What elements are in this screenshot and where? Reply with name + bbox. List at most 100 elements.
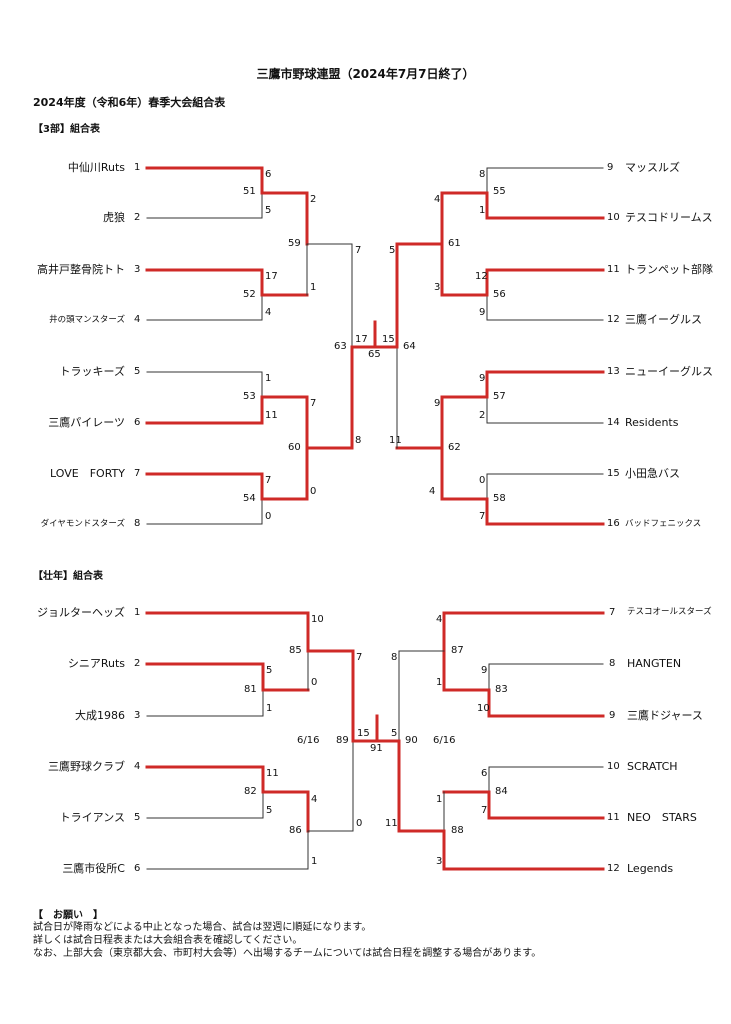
seed-number: 2 [134,658,141,669]
score: 3 [434,282,441,293]
score: 7 [479,511,486,522]
match-number: 90 [405,735,418,746]
score: 9 [479,307,486,318]
team-name: LOVE FORTY [50,467,125,480]
score: 0 [265,511,272,522]
score: 4 [436,614,443,625]
team-name: NEO STARS [627,811,697,824]
final-score: 17 [355,334,368,345]
score: 5 [266,805,273,816]
score: 7 [310,398,317,409]
team-name: トラッキーズ [59,365,125,378]
match-number: 63 [334,341,347,352]
notes-heading: 【 お願い 】 [33,910,103,921]
document-subtitle: 2024年度（令和6年）春季大会組合表 [33,96,226,109]
score: 11 [389,435,402,446]
team-name: マッスルズ [625,161,680,174]
seed-number: 1 [134,607,141,618]
match-number: 57 [493,391,506,402]
seed-number: 4 [134,314,141,325]
team-name: HANGTEN [627,657,682,670]
match-number: 62 [448,442,461,453]
seed-number: 16 [607,518,620,529]
team-name: ダイヤモンドスターズ [40,519,125,529]
team-name: 大成1986 [75,709,125,722]
seed-number: 5 [134,812,141,823]
match-number: 87 [451,645,464,656]
seed-number: 11 [607,264,620,275]
match-number: 60 [288,442,301,453]
final-score: 5 [391,728,398,739]
score: 0 [311,677,318,688]
score: 9 [434,398,441,409]
notes-line: なお、上部大会（東京都大会、市町村大会等）へ出場するチームについては試合日程を調… [33,948,542,959]
seed-number: 12 [607,314,620,325]
score: 4 [429,486,436,497]
match-number: 64 [403,341,416,352]
score: 7 [481,805,488,816]
seed-number: 7 [609,607,616,618]
score: 8 [479,169,486,180]
section-heading-div3: 【3部】組合表 [33,124,100,135]
team-name: 三鷹ドジャース [627,709,703,722]
score: 17 [265,271,278,282]
seed-number: 3 [134,264,141,275]
seed-number: 6 [134,863,141,874]
score: 6 [265,169,272,180]
score: 5 [389,245,396,256]
match-number: 85 [289,645,302,656]
team-name: Legends [627,862,674,875]
team-name: SCRATCH [627,760,678,773]
score: 1 [436,794,443,805]
notes-line: 詳しくは試合日程表または大会組合表を確認してください。 [33,935,303,946]
team-name: 井の頭マンスターズ [49,315,125,325]
score: 1 [311,856,318,867]
score: 2 [310,194,317,205]
score: 4 [265,307,272,318]
team-name: 中仙川Ruts [67,161,125,174]
seed-number: 11 [607,812,620,823]
seed-number: 9 [609,710,616,721]
seed-number: 8 [609,658,616,669]
team-name: トライアンス [59,811,125,824]
score: 10 [311,614,324,625]
seed-number: 2 [134,212,141,223]
match-date: 6/16 [297,735,320,746]
match-number: 81 [244,684,257,695]
seed-number: 1 [134,162,141,173]
team-name: ニューイーグルス [625,365,713,378]
score: 5 [265,205,272,216]
team-name: 三鷹イーグルス [625,313,702,326]
score: 8 [391,652,398,663]
team-name: 三鷹野球クラブ [48,760,125,773]
match-number: 55 [493,186,506,197]
final-match-number: 91 [370,743,383,754]
score: 4 [434,194,441,205]
final-score: 15 [357,728,370,739]
match-number: 84 [495,786,508,797]
score: 7 [355,245,362,256]
team-name: 小田急バス [625,467,680,480]
seed-number: 13 [607,366,620,377]
team-name: トランペット部隊 [625,263,713,276]
match-number: 52 [243,289,256,300]
team-name: テスコドリームス [625,211,713,224]
seed-number: 14 [607,417,620,428]
score: 7 [265,475,272,486]
final-score: 15 [382,334,395,345]
match-number: 89 [336,735,349,746]
seed-number: 6 [134,417,141,428]
score: 0 [310,486,317,497]
seed-number: 10 [607,212,620,223]
score: 1 [265,373,272,384]
score: 11 [265,410,278,421]
score: 12 [475,271,488,282]
score: 10 [477,703,490,714]
seed-number: 10 [607,761,620,772]
score: 7 [356,652,363,663]
score: 0 [356,818,363,829]
score: 9 [481,665,488,676]
score: 2 [479,410,486,421]
team-name: 三鷹市役所C [62,862,125,875]
